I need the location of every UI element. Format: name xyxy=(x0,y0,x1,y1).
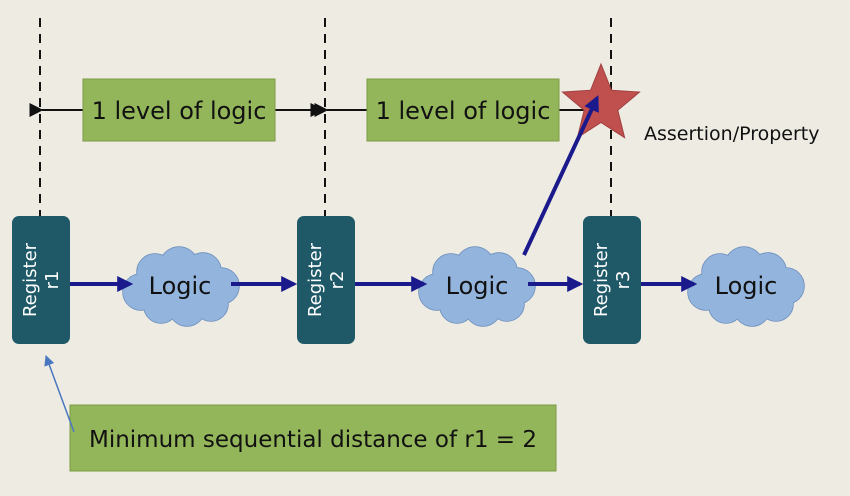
assertion-label: Assertion/Property xyxy=(644,123,820,145)
register-r2-line1: Register xyxy=(305,242,326,317)
register-r2-line2: r2 xyxy=(327,271,348,290)
level-label-1: 1 level of logic xyxy=(92,97,267,125)
note-label: Minimum sequential distance of r1 = 2 xyxy=(89,427,537,453)
register-r3-line2: r3 xyxy=(613,271,634,290)
note-pointer-arrow xyxy=(44,355,75,433)
register-r1: Register r1 xyxy=(12,216,70,344)
register-r1-line2: r1 xyxy=(42,271,63,290)
level-label-2: 1 level of logic xyxy=(376,97,551,125)
assertion-star-icon xyxy=(561,62,641,139)
note-box xyxy=(69,404,557,472)
level-box-1 xyxy=(82,78,276,142)
logic-cloud-2-label: Logic xyxy=(446,272,509,300)
level-box-2 xyxy=(366,78,560,142)
logic-cloud-3-label: Logic xyxy=(715,272,778,300)
register-r3: Register r3 xyxy=(583,216,641,344)
register-r3-line1: Register xyxy=(591,242,612,317)
register-r2: Register r2 xyxy=(297,216,355,344)
register-r1-line1: Register xyxy=(20,242,41,317)
assertion-arrow xyxy=(522,95,599,256)
logic-cloud-1-label: Logic xyxy=(149,272,212,300)
